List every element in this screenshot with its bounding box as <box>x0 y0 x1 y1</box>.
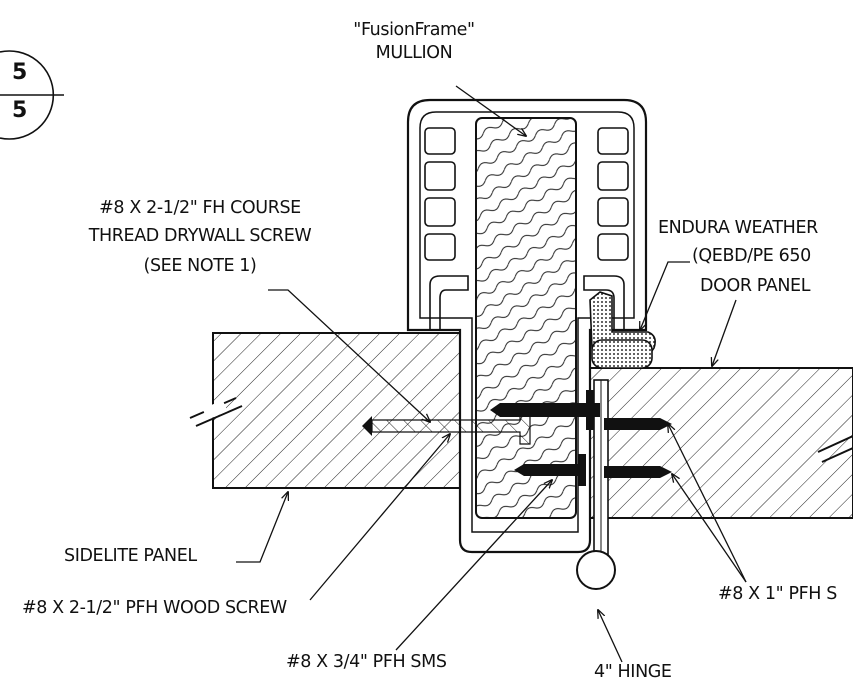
door-panel <box>579 367 853 519</box>
pfh-screw-upper <box>604 418 672 430</box>
hinge-label: 4" HINGE <box>594 662 672 682</box>
drywall-screw-label-line3: (SEE NOTE 1) <box>143 256 257 276</box>
sheet-number: 5 <box>12 98 28 123</box>
pfh-screw-lower <box>604 466 672 478</box>
weatherstrip-label-line2: (QEBD/PE 650 <box>692 246 811 266</box>
break-mark-left <box>189 397 243 427</box>
sidelite-panel <box>212 332 464 489</box>
wood-core <box>475 117 577 519</box>
drywall-screw-label-line1: #8 X 2-1/2" FH COURSE <box>99 198 301 218</box>
weatherstrip <box>589 291 656 369</box>
mullion-label-line1: "FusionFrame" <box>353 20 475 40</box>
sms-screw-label: #8 X 3/4" PFH SMS <box>286 652 447 672</box>
break-mark-right <box>817 435 853 463</box>
wood-screw-long <box>490 390 600 430</box>
detail-number: 5 <box>12 60 28 85</box>
door-panel-label: DOOR PANEL <box>700 276 811 296</box>
sms-screw <box>514 454 586 486</box>
drywall-screw-label-line2: THREAD DRYWALL SCREW <box>88 226 312 246</box>
detail-badge <box>0 50 64 140</box>
sidelite-panel-label: SIDELITE PANEL <box>64 546 197 566</box>
mullion-label-line2: MULLION <box>375 43 453 63</box>
wood-screw-label: #8 X 2-1/2" PFH WOOD SCREW <box>22 598 287 618</box>
leader-lines <box>236 85 747 663</box>
pfh-screw-label: #8 X 1" PFH S <box>718 584 837 604</box>
weatherstrip-label-line1: ENDURA WEATHER <box>658 218 818 238</box>
